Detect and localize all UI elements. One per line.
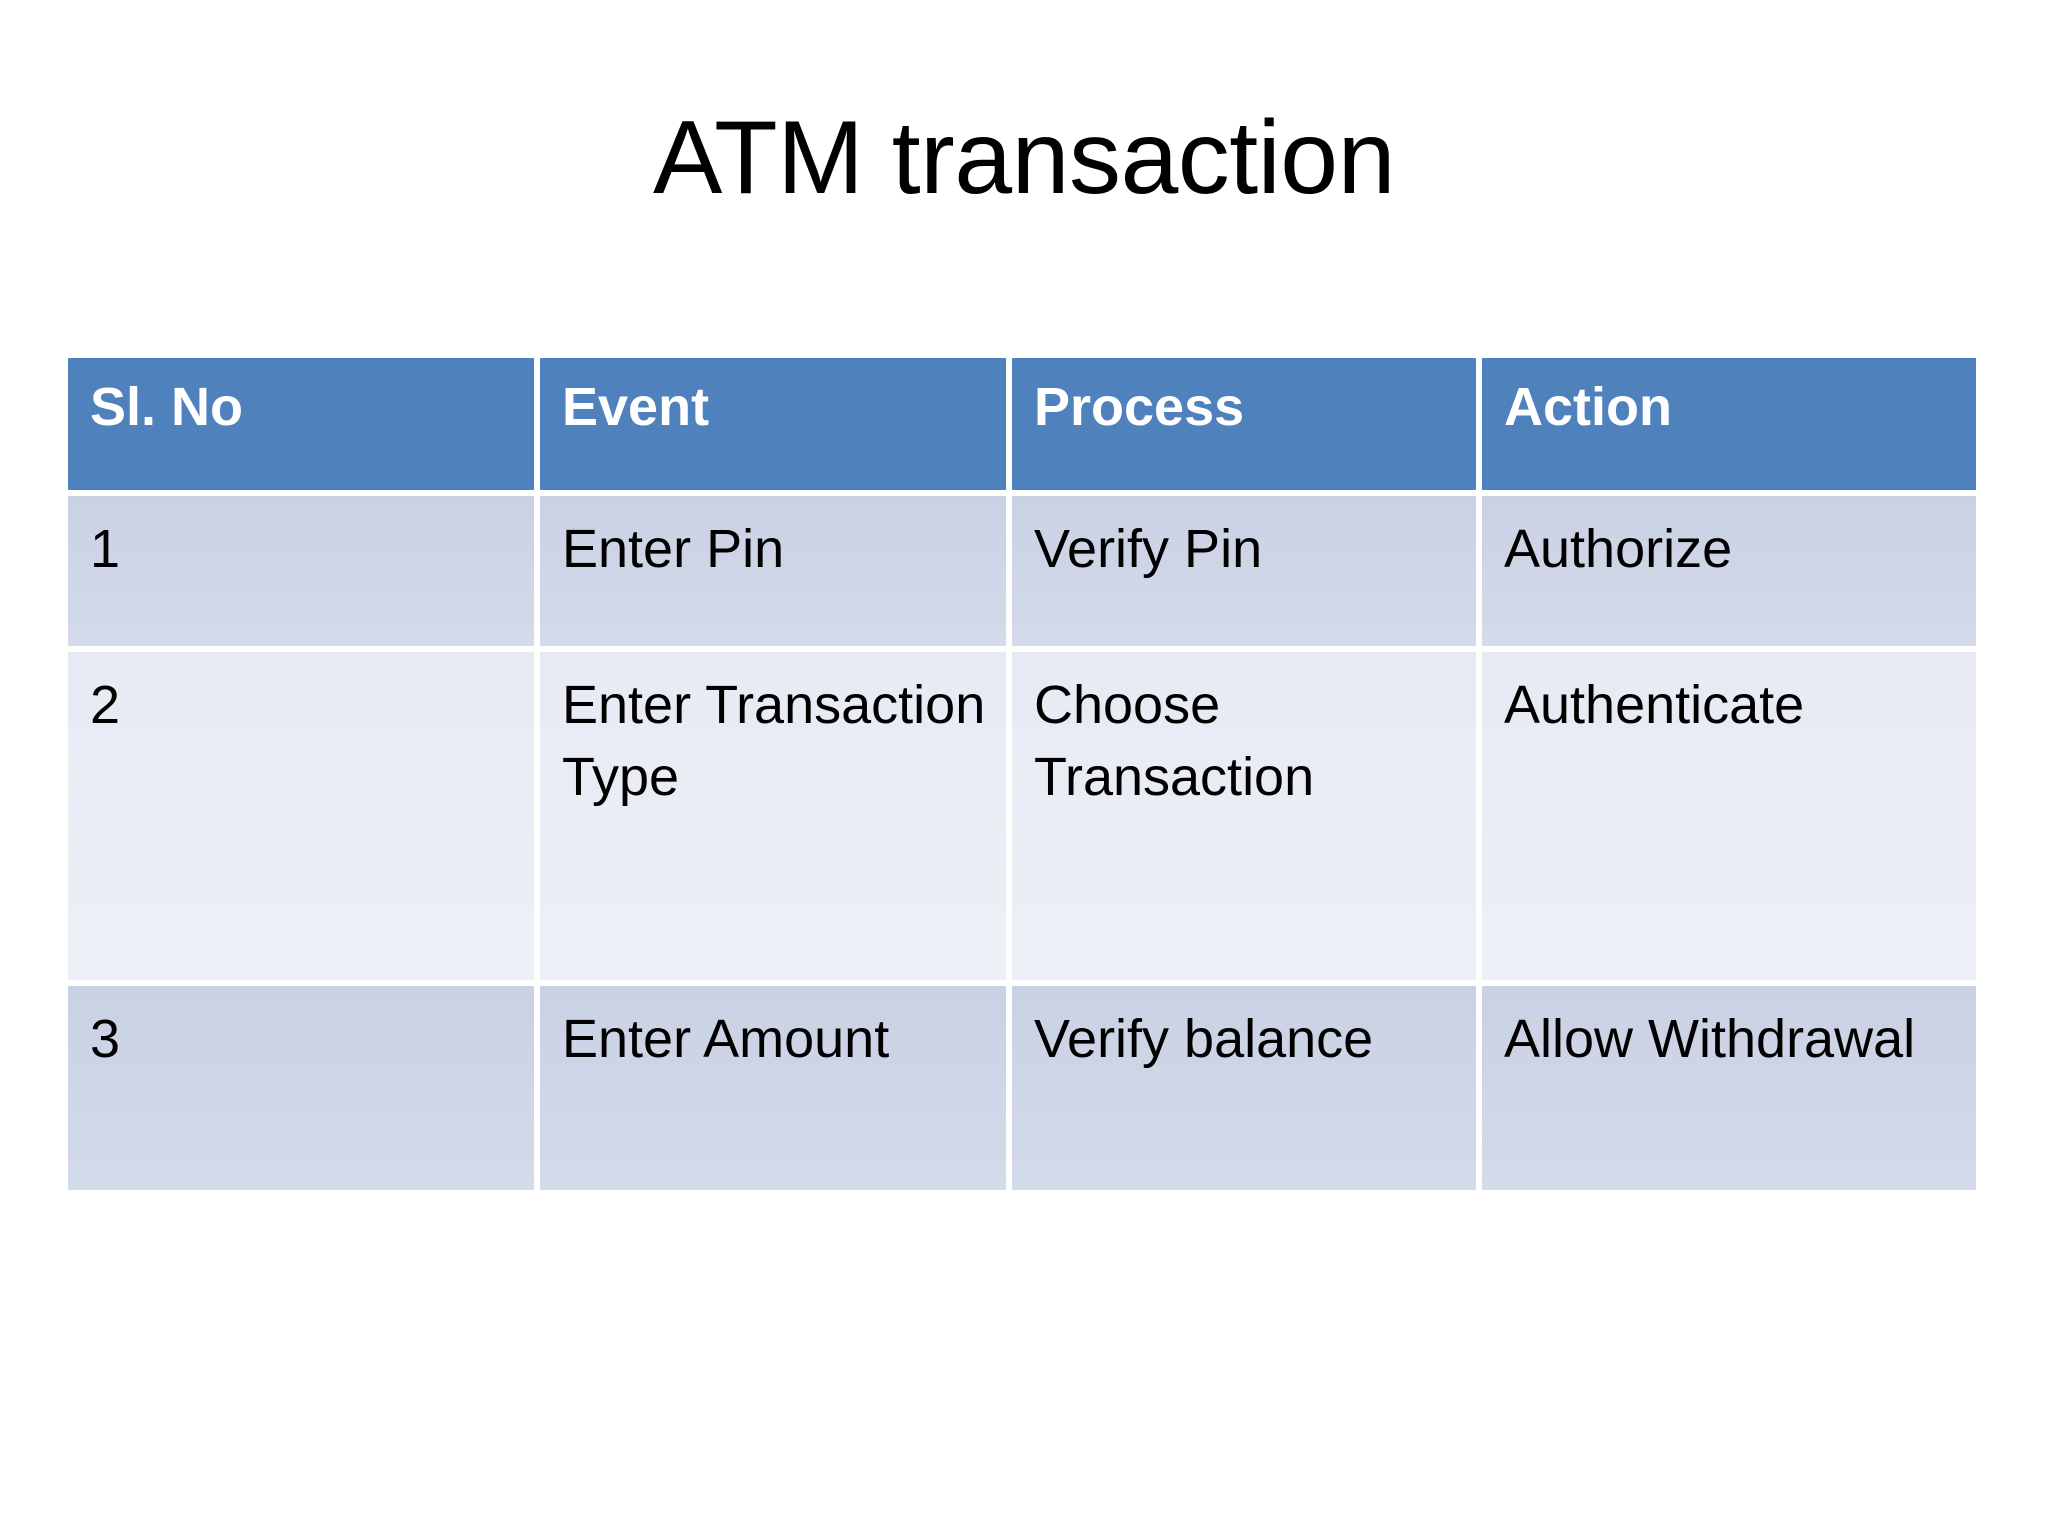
cell-event: Enter Pin	[540, 490, 1012, 646]
cell-sl-no: 1	[68, 490, 540, 646]
column-header-action[interactable]: Action	[1482, 358, 1976, 490]
cell-event: Enter Amount	[540, 980, 1012, 1190]
table-row: 1 Enter Pin Verify Pin Authorize	[68, 490, 1976, 646]
cell-event: Enter Transaction Type	[540, 646, 1012, 980]
cell-action: Authenticate	[1482, 646, 1976, 980]
column-header-sl-no[interactable]: Sl. No	[68, 358, 540, 490]
cell-process: Verify balance	[1012, 980, 1482, 1190]
column-header-process[interactable]: Process	[1012, 358, 1482, 490]
cell-sl-no: 2	[68, 646, 540, 980]
column-header-event[interactable]: Event	[540, 358, 1012, 490]
table-body: 1 Enter Pin Verify Pin Authorize 2 Enter…	[68, 490, 1976, 1190]
atm-transaction-table: Sl. No Event Process Action 1 Enter Pin …	[68, 358, 1976, 1190]
table-header-row: Sl. No Event Process Action	[68, 358, 1976, 490]
table-row: 3 Enter Amount Verify balance Allow With…	[68, 980, 1976, 1190]
page-title: ATM transaction	[653, 100, 1395, 216]
cell-action: Allow Withdrawal	[1482, 980, 1976, 1190]
cell-action: Authorize	[1482, 490, 1976, 646]
cell-sl-no: 3	[68, 980, 540, 1190]
cell-process: Verify Pin	[1012, 490, 1482, 646]
atm-transaction-table-container: Sl. No Event Process Action 1 Enter Pin …	[68, 358, 1976, 1190]
cell-process: Choose Transaction	[1012, 646, 1482, 980]
table-row: 2 Enter Transaction Type Choose Transact…	[68, 646, 1976, 980]
table-header: Sl. No Event Process Action	[68, 358, 1976, 490]
